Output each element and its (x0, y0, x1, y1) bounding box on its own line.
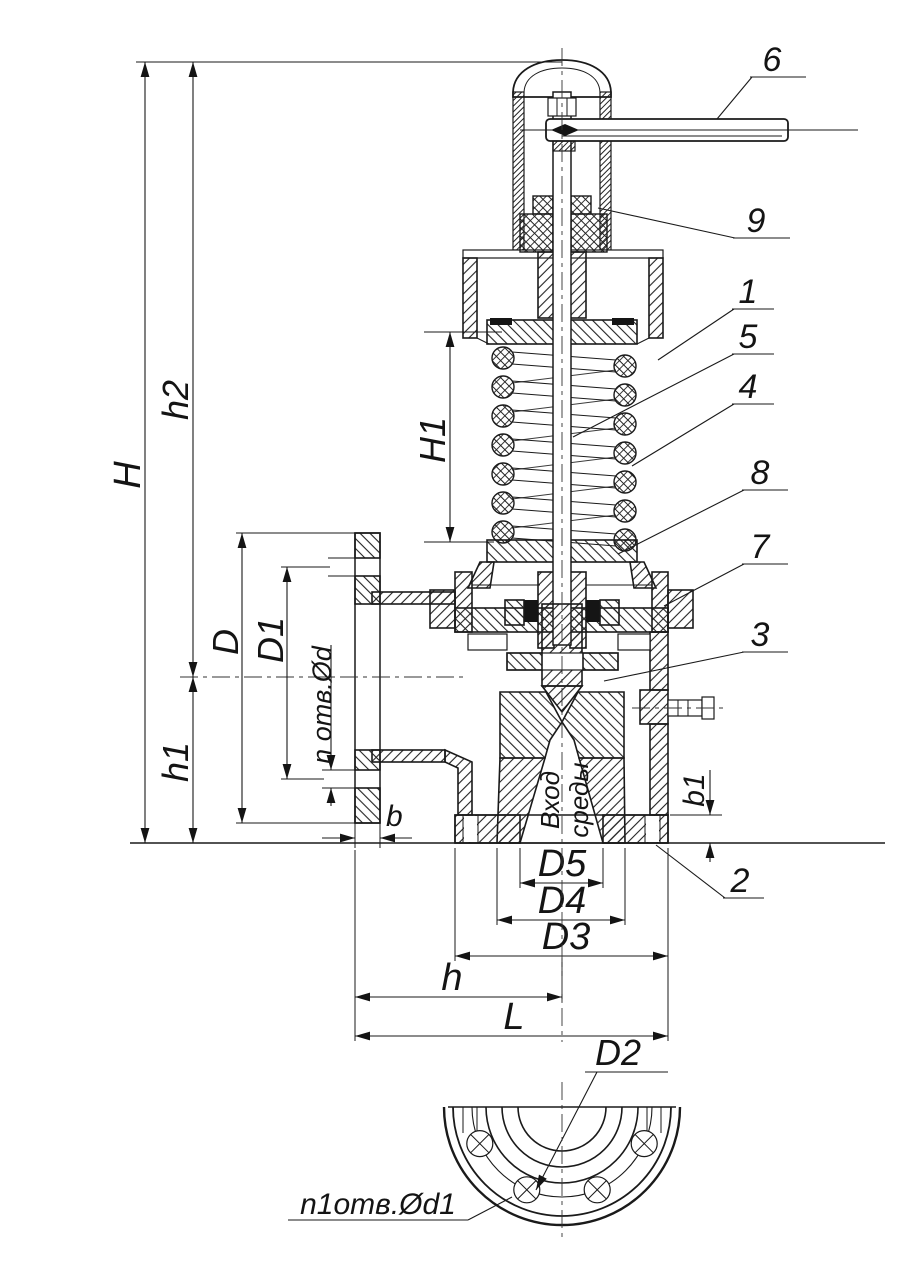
part-callouts: 6 9 1 5 4 8 7 3 2 (572, 41, 806, 900)
dim-label-D: D (205, 629, 246, 655)
inlet-flange (454, 814, 669, 844)
dim-label-h: h (441, 957, 462, 999)
dimension-lines: H h2 h1 D D1 n отв.Ød b H1 b (107, 61, 885, 1041)
center-mark (551, 124, 579, 136)
outlet-flange (322, 532, 381, 824)
inlet-text-line1: Вход (535, 771, 565, 829)
bottom-flange-view: D2 n1отв.Ød1 (288, 1032, 682, 1227)
dim-label-n1-otv: n1отв.Ød1 (300, 1188, 456, 1221)
part-label-7: 7 (751, 528, 771, 566)
bolt-holes (466, 1129, 658, 1204)
part-label-4: 4 (739, 368, 758, 406)
dim-label-H1: H1 (412, 417, 453, 463)
centerlines (561, 48, 724, 1242)
dim-label-b1: b1 (678, 773, 711, 806)
part-label-3: 3 (751, 616, 770, 654)
inlet-flow-label: Вход среды (535, 762, 594, 837)
lever (520, 118, 858, 152)
part-label-1: 1 (739, 273, 758, 311)
dim-label-D1: D1 (250, 617, 291, 663)
dim-label-n-otv: n отв.Ød (307, 645, 337, 764)
dim-label-b: b (386, 800, 403, 833)
inlet-text-line2: среды (564, 762, 594, 837)
dim-label-D2: D2 (595, 1032, 641, 1073)
part-label-8: 8 (751, 454, 770, 492)
dim-label-h1: h1 (155, 742, 196, 782)
dim-label-H: H (107, 461, 149, 489)
dim-label-h2: h2 (155, 380, 196, 420)
front-section-view: Вход среды (322, 59, 858, 844)
dim-label-L: L (503, 996, 524, 1038)
dim-label-D3: D3 (542, 916, 591, 958)
part-label-9: 9 (747, 202, 766, 240)
valve-body (371, 591, 715, 816)
part-label-5: 5 (739, 318, 758, 356)
part-label-2: 2 (730, 862, 750, 900)
part-label-6: 6 (763, 41, 782, 79)
